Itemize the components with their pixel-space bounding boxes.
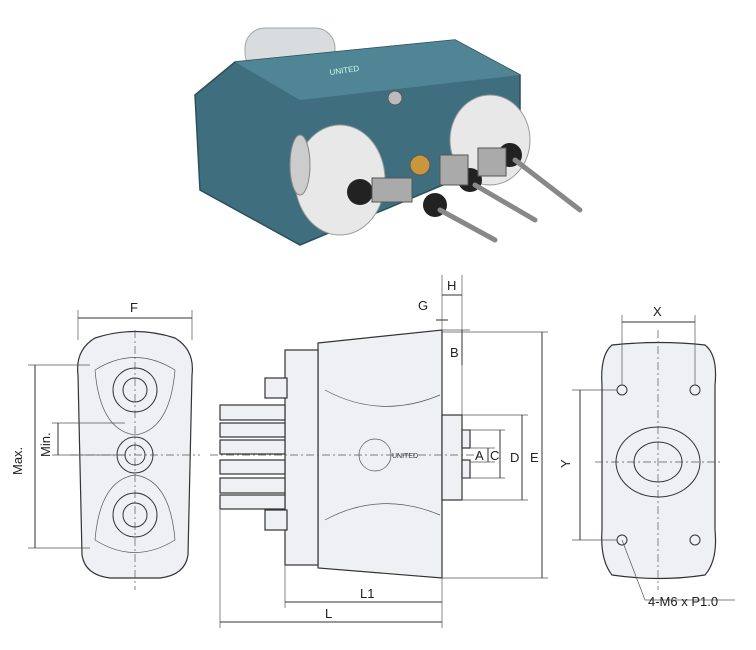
front-view: F Max. Min. <box>10 300 200 590</box>
technical-drawing: F Max. Min. <box>10 275 735 628</box>
rear-view: X Y 4-M6 x P1.0 <box>558 304 735 609</box>
top-screw <box>387 90 403 106</box>
side-view: UNITED G H B A C D E L1 L <box>210 275 548 628</box>
dim-y-label: Y <box>558 459 573 468</box>
photo-logo-text: UNITED <box>329 64 360 77</box>
dim-a-label: A <box>475 448 484 463</box>
dim-d-label: D <box>510 450 519 465</box>
dim-max-label: Max. <box>10 447 25 475</box>
dim-f-label: F <box>130 300 138 315</box>
dim-min-label: Min. <box>38 432 53 457</box>
tool-holders <box>347 143 522 217</box>
hole-callout: 4-M6 x P1.0 <box>648 594 718 609</box>
drill-bits <box>437 157 583 243</box>
dim-b-label: B <box>450 345 459 360</box>
knurled-ring <box>289 134 311 196</box>
dim-x-label: X <box>653 304 662 319</box>
side-logo-text: UNITED <box>392 453 418 460</box>
tool-clamps <box>219 377 288 531</box>
dim-l-label: L <box>325 606 332 621</box>
dim-h-label: H <box>447 278 456 293</box>
dim-c-label: C <box>490 448 499 463</box>
head-top-face <box>235 40 520 100</box>
product-photo: UNITED <box>194 27 583 246</box>
dim-g-label: G <box>418 298 428 313</box>
dim-e-label: E <box>530 450 539 465</box>
dim-l1-label: L1 <box>360 586 374 601</box>
